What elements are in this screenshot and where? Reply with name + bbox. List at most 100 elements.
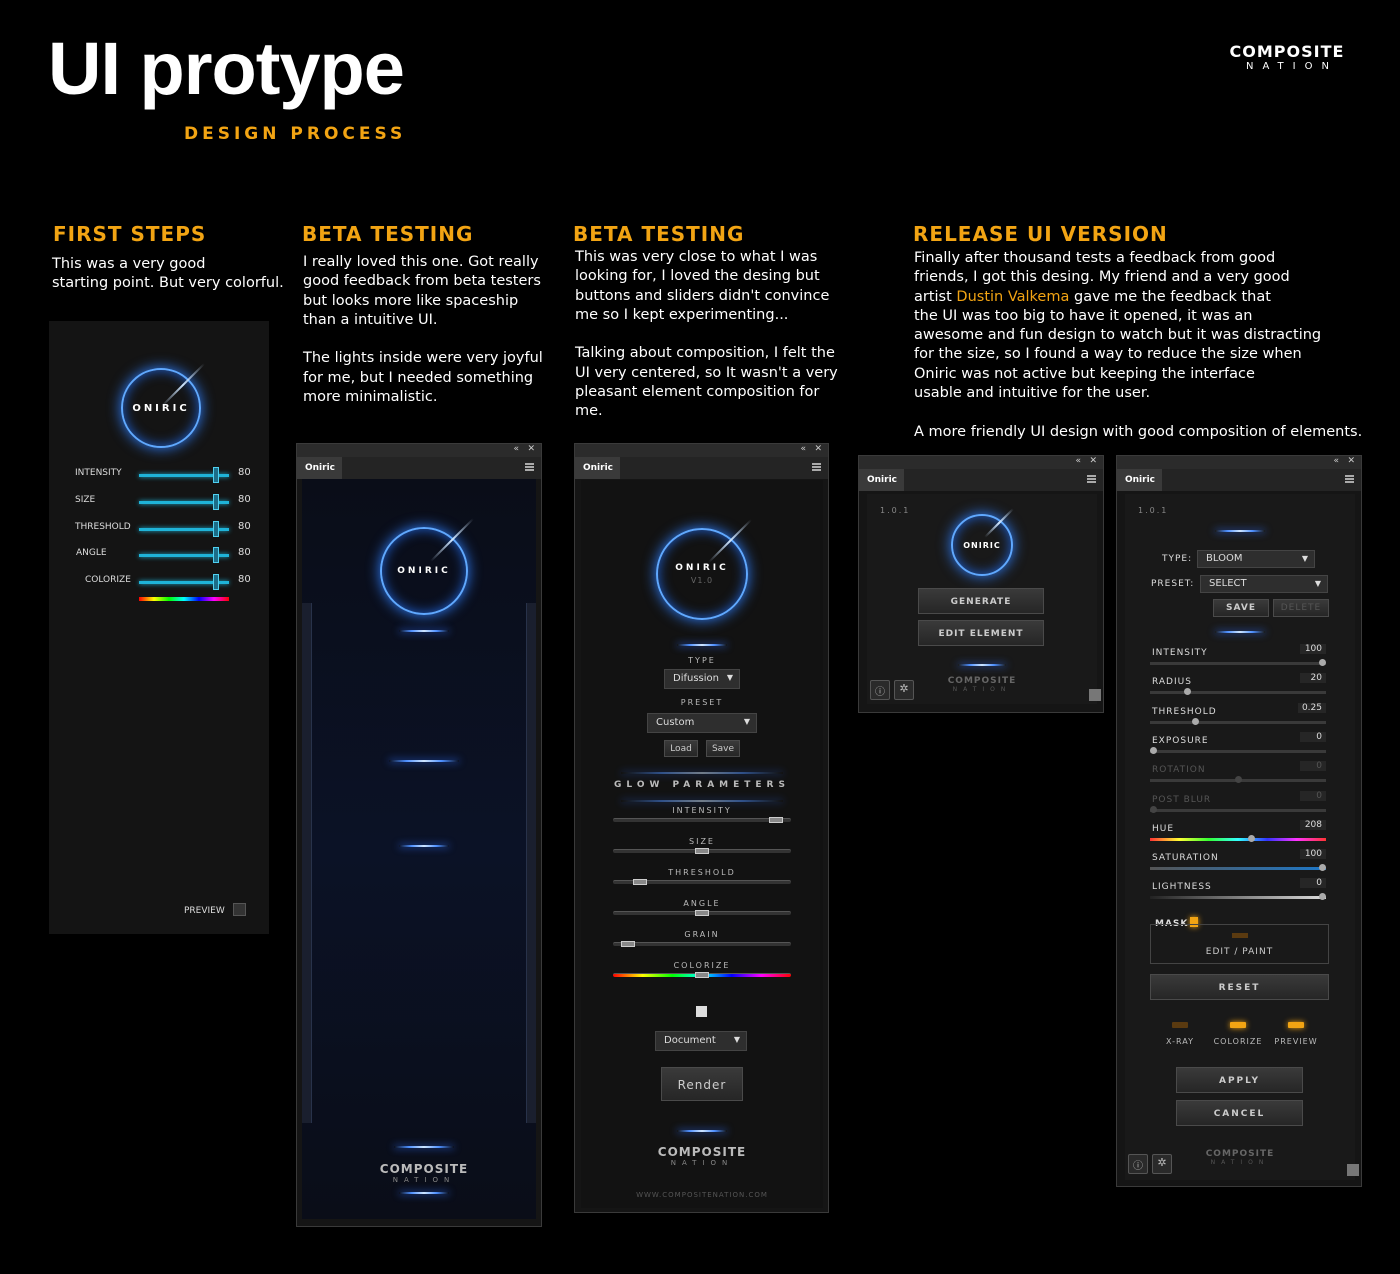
param-value[interactable]: 20 (1300, 673, 1326, 684)
toggle-label[interactable]: PREVIEW (1274, 1037, 1318, 1046)
param-knob[interactable] (1150, 805, 1157, 813)
param-knob[interactable] (695, 972, 709, 978)
param-value[interactable]: 100 (1300, 849, 1326, 860)
toggle-led[interactable] (1288, 1022, 1304, 1028)
param-knob[interactable] (1192, 717, 1200, 725)
menu-icon[interactable] (1087, 475, 1096, 483)
collapse-icon[interactable]: « (1075, 456, 1081, 466)
tab-oniric[interactable]: Oniric (859, 469, 904, 491)
menu-icon[interactable] (1345, 475, 1354, 483)
slider-threshold[interactable]: THRESHOLD 80 (49, 519, 269, 539)
info-icon[interactable]: ⓘ (1128, 1154, 1148, 1174)
resize-handle[interactable] (1089, 689, 1101, 701)
slider-knob[interactable] (213, 467, 219, 483)
collapse-icon[interactable]: « (800, 444, 806, 454)
slider-knob[interactable] (213, 521, 219, 537)
slider-track[interactable] (139, 528, 229, 531)
mask-indicator[interactable] (1190, 917, 1198, 927)
param-track[interactable] (1150, 720, 1326, 724)
delete-button[interactable]: DELETE (1273, 599, 1329, 617)
save-button[interactable]: SAVE (1213, 599, 1269, 617)
menu-icon[interactable] (525, 463, 534, 471)
type-dropdown[interactable]: Difussion▼ (664, 669, 740, 689)
param-track[interactable] (613, 880, 791, 884)
param-value[interactable]: 208 (1300, 819, 1326, 830)
param-track[interactable] (1150, 867, 1326, 871)
param-track[interactable] (613, 942, 791, 946)
reset-button[interactable]: RESET (1150, 974, 1329, 1000)
param-value[interactable]: 0 (1300, 731, 1326, 742)
cancel-button[interactable]: CANCEL (1176, 1100, 1303, 1126)
load-button[interactable]: Load (664, 740, 698, 757)
toggle-label[interactable]: X-RAY (1166, 1037, 1194, 1046)
param-knob[interactable] (621, 941, 636, 947)
param-knob[interactable] (1319, 893, 1326, 901)
param-knob[interactable] (1150, 746, 1157, 754)
option-checkbox[interactable] (696, 1006, 707, 1017)
save-button[interactable]: Save (706, 740, 740, 757)
param-value[interactable]: 0 (1300, 878, 1326, 889)
bug-icon[interactable]: ✲ (1152, 1154, 1172, 1174)
slider-knob[interactable] (213, 547, 219, 563)
tab-oniric[interactable]: Oniric (575, 457, 620, 479)
param-knob[interactable] (1319, 659, 1326, 666)
param-knob[interactable] (695, 910, 709, 916)
edit-element-button[interactable]: EDIT ELEMENT (918, 620, 1044, 646)
type-dropdown[interactable]: BLOOM▼ (1197, 550, 1315, 568)
slider-track[interactable] (139, 554, 229, 557)
param-track[interactable] (1150, 808, 1326, 812)
slider-track[interactable] (139, 501, 229, 504)
slider-track[interactable] (139, 581, 229, 584)
param-knob[interactable] (1234, 776, 1242, 784)
slider-angle[interactable]: ANGLE 80 (49, 545, 269, 565)
slider-track[interactable] (139, 474, 229, 477)
apply-button[interactable]: APPLY (1176, 1067, 1303, 1093)
param-knob[interactable] (1248, 834, 1256, 842)
param-value[interactable]: 0.25 (1297, 702, 1326, 713)
menu-icon[interactable] (812, 463, 821, 471)
preset-dropdown[interactable]: SELECT▼ (1200, 575, 1328, 593)
param-track[interactable] (1150, 749, 1326, 753)
collapse-icon[interactable]: « (1333, 456, 1339, 466)
slider-size[interactable]: SIZE 80 (49, 492, 269, 512)
preview-checkbox[interactable] (233, 903, 246, 916)
edit-paint-button[interactable]: EDIT / PAINT (1205, 947, 1274, 957)
param-knob[interactable] (695, 848, 709, 854)
release-highlight-name[interactable]: Dustin Valkema (956, 288, 1070, 305)
close-icon[interactable]: ✕ (527, 444, 535, 454)
resize-handle[interactable] (1347, 1164, 1359, 1176)
collapse-icon[interactable]: « (513, 444, 519, 454)
preset-dropdown[interactable]: Custom▼ (647, 713, 757, 733)
info-icon[interactable]: ⓘ (870, 680, 890, 700)
tab-oniric[interactable]: Oniric (297, 457, 342, 479)
toggle-label[interactable]: COLORIZE (1213, 1037, 1263, 1046)
param-knob[interactable] (768, 817, 783, 823)
param-knob[interactable] (1183, 688, 1191, 696)
param-track[interactable] (1150, 837, 1326, 841)
param-value[interactable]: 0 (1300, 790, 1326, 801)
param-value[interactable]: 100 (1300, 644, 1326, 654)
param-track[interactable] (1150, 691, 1326, 695)
param-track[interactable] (1150, 896, 1326, 900)
param-track[interactable] (613, 818, 791, 822)
toggle-led[interactable] (1230, 1022, 1246, 1028)
tab-oniric[interactable]: Oniric (1117, 469, 1162, 491)
close-icon[interactable]: ✕ (1089, 456, 1097, 466)
slider-intensity[interactable]: INTENSITY 80 (49, 465, 269, 485)
param-knob[interactable] (1319, 864, 1326, 872)
close-icon[interactable]: ✕ (814, 444, 822, 454)
website-link[interactable]: WWW.COMPOSITENATION.COM (636, 1191, 768, 1199)
close-icon[interactable]: ✕ (1347, 456, 1355, 466)
param-knob[interactable] (632, 879, 647, 885)
slider-knob[interactable] (213, 574, 219, 590)
param-value[interactable]: 0 (1300, 761, 1326, 772)
generate-button[interactable]: GENERATE (918, 588, 1044, 614)
slider-colorize[interactable]: COLORIZE 80 (49, 572, 269, 592)
